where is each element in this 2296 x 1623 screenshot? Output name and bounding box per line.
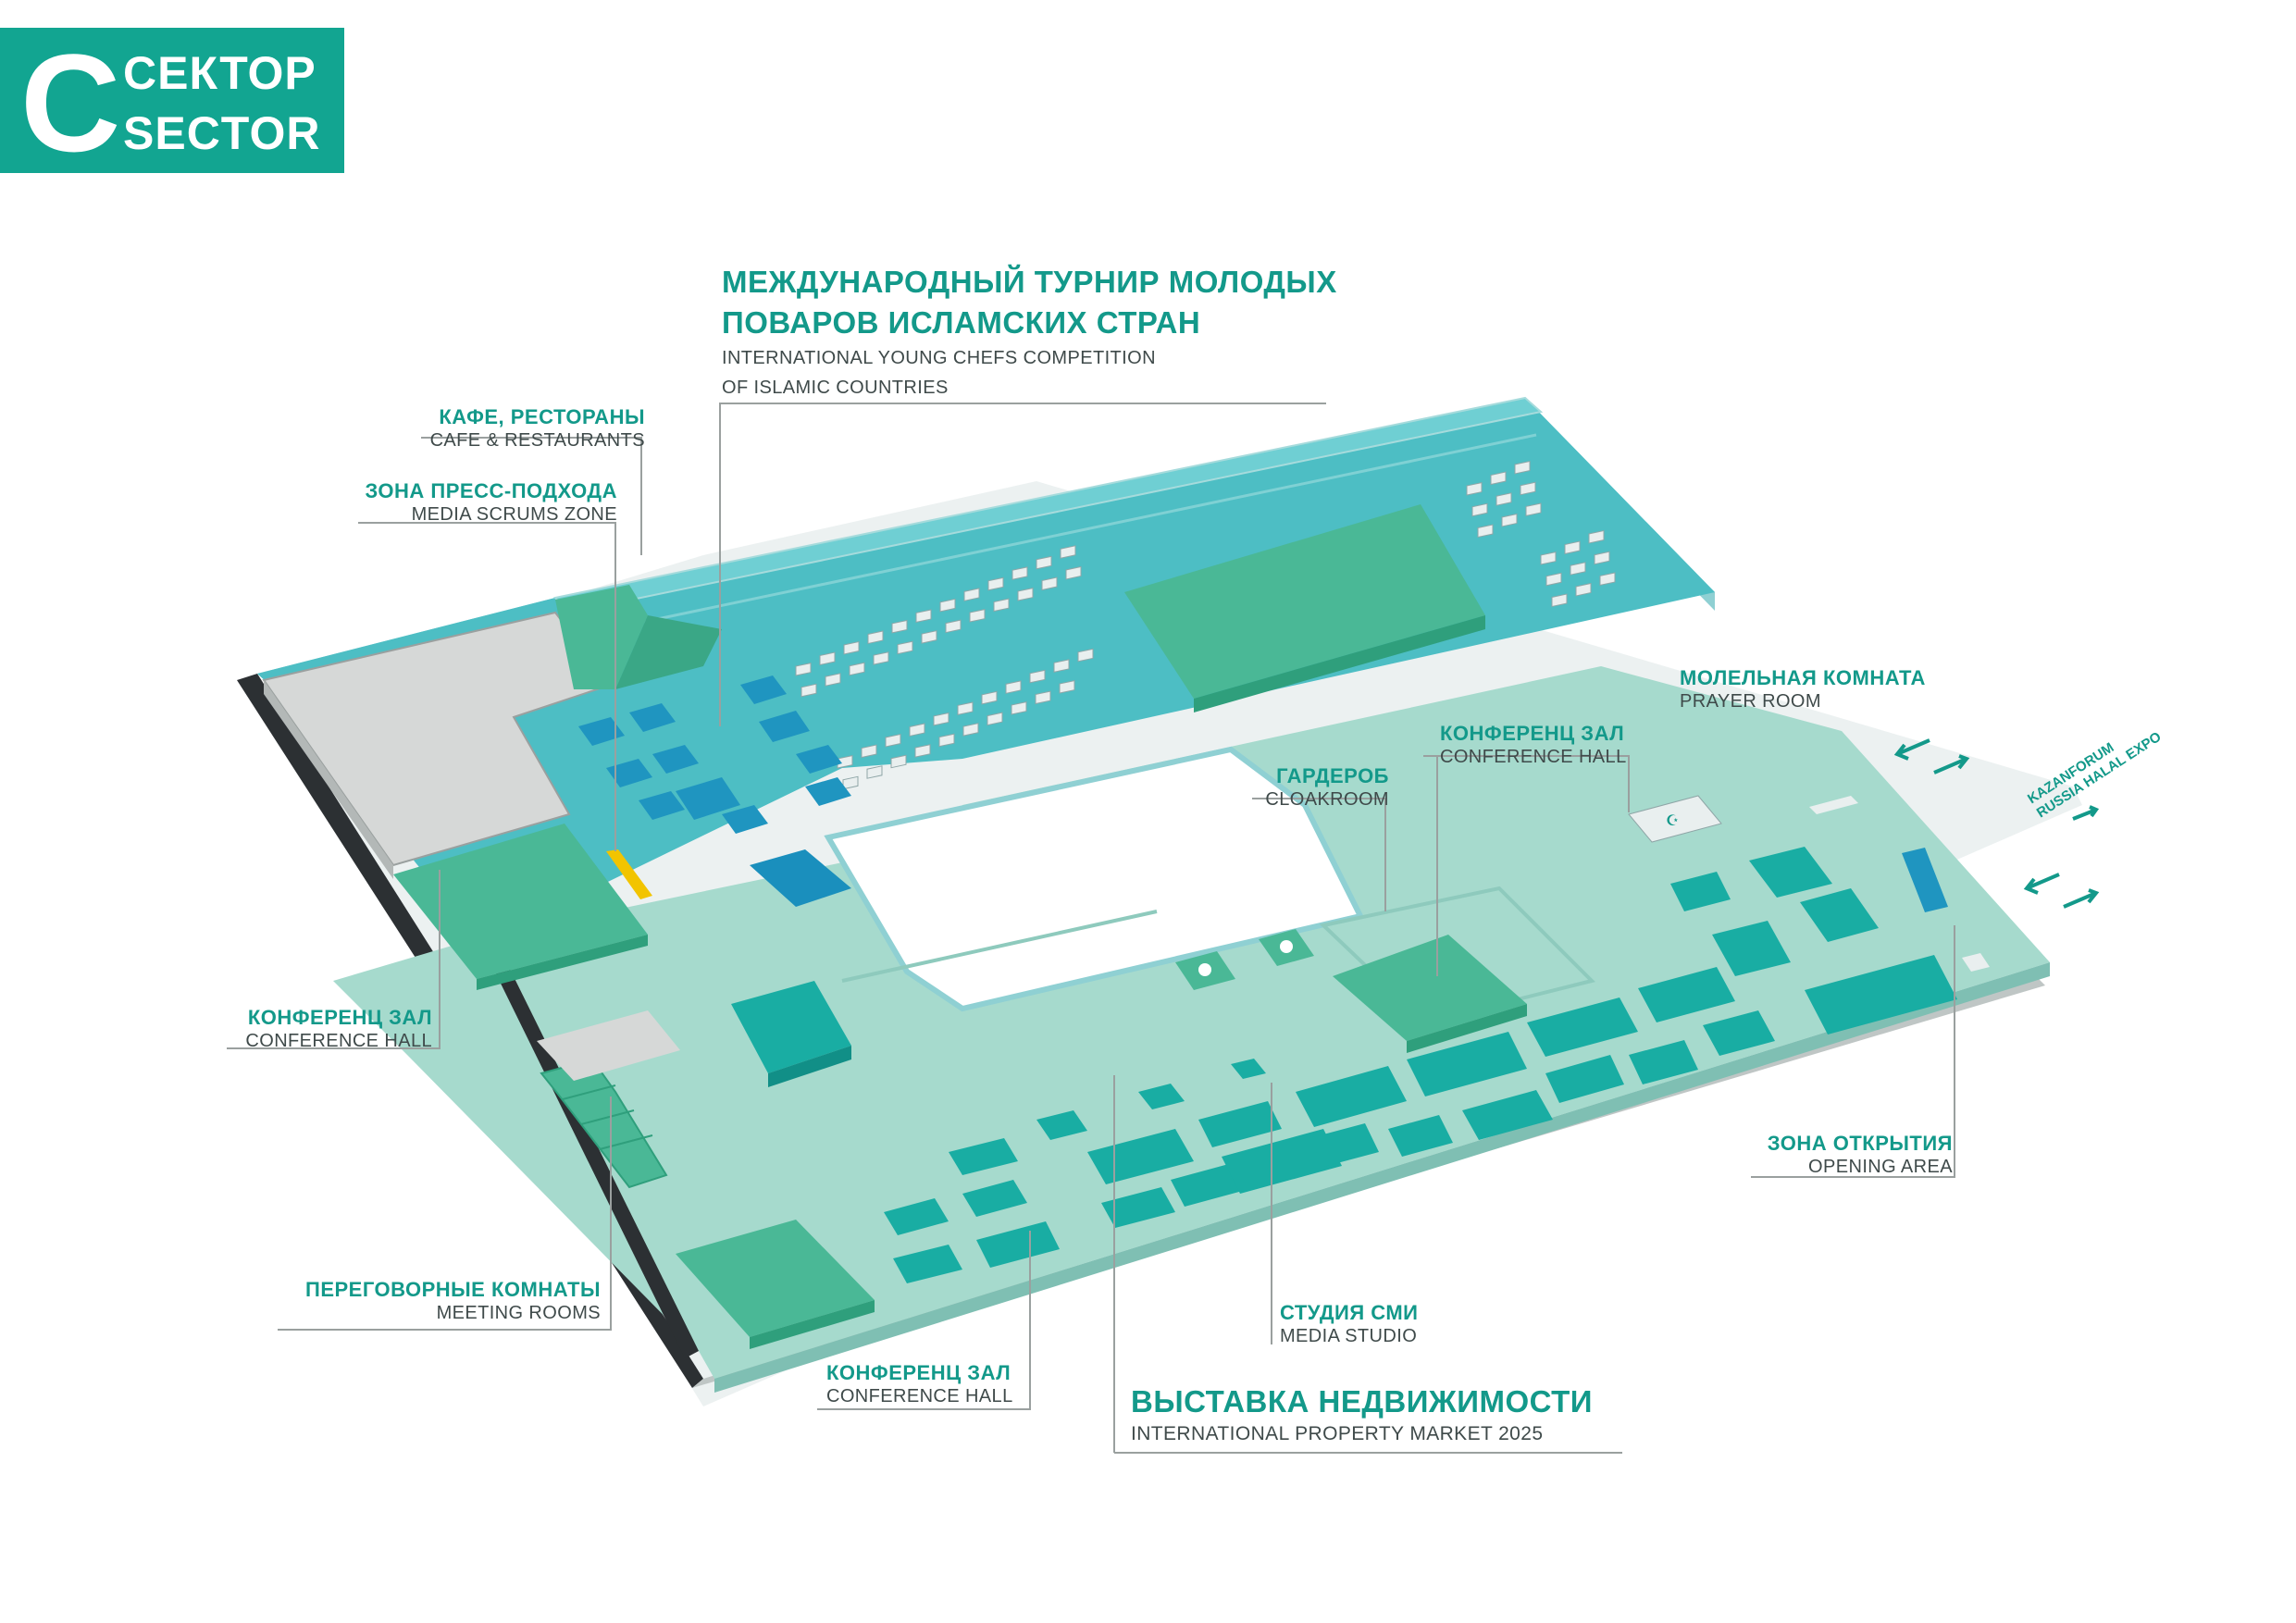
callout-conference-left: КОНФЕРЕНЦ ЗАЛ CONFERENCE HALL [245,1006,432,1052]
cafe-label-en: CAFE & RESTAURANTS [429,430,645,451]
callout-prayer-room: МОЛЕЛЬНАЯ КОМНАТА PRAYER ROOM [1680,666,1926,712]
leader-lines [227,403,1955,1454]
cloakroom-label-ru: ГАРДЕРОБ [1276,764,1389,787]
meeting-rooms-label-ru: ПЕРЕГОВОРНЫЕ КОМНАТЫ [305,1278,601,1301]
media-studio-label-en: MEDIA STUDIO [1280,1326,1418,1346]
conference-top-label-en: CONFERENCE HALL [1440,747,1627,767]
callout-chefs: МЕЖДУНАРОДНЫЙ ТУРНИР МОЛОДЫХ ПОВАРОВ ИСЛ… [722,262,1337,403]
callout-media-scrums: ЗОНА ПРЕСС-ПОДХОДА MEDIA SCRUMS ZONE [365,479,617,526]
hall-fixtures [1809,796,1990,972]
chefs-hall-booths [578,675,851,907]
callout-conference-bottom: КОНФЕРЕНЦ ЗАЛ CONFERENCE HALL [826,1361,1013,1407]
exit-arrows [1893,738,2100,909]
callout-meeting-rooms: ПЕРЕГОВОРНЫЕ КОМНАТЫ MEETING ROOMS [305,1278,601,1324]
cooking-stations [795,460,1616,790]
media-studio-label-ru: СТУДИЯ СМИ [1280,1301,1419,1324]
conference-left-label-ru: КОНФЕРЕНЦ ЗАЛ [247,1006,432,1029]
meeting-rooms-label-en: MEETING ROOMS [436,1303,601,1323]
sector-badge: C СЕКТОР SECTOR [0,28,344,173]
meeting-rooms-block [537,1010,680,1189]
conference-hall-top-block [1333,935,1527,1053]
callout-conference-top: КОНФЕРЕНЦ ЗАЛ CONFERENCE HALL [1440,722,1627,768]
cafe-block [555,585,722,689]
conference-bottom-label-en: CONFERENCE HALL [826,1386,1013,1406]
media-scrums-label-ru: ЗОНА ПРЕСС-ПОДХОДА [365,479,617,502]
cloakroom-label-en: CLOAKROOM [1265,789,1389,810]
property-hall-booths [731,847,1957,1283]
callout-cafe: КАФЕ, РЕСТОРАНЫ CAFE & RESTAURANTS [430,405,645,452]
callout-cloakroom: ГАРДЕРОБ CLOAKROOM [1265,764,1389,811]
cloakroom-icons [1175,929,1314,990]
left-wall-edge [481,939,699,1358]
prayer-room-label-ru: МОЛЕЛЬНАЯ КОМНАТА [1680,666,1926,689]
property-title-en: INTERNATIONAL PROPERTY MARKET 2025 [1131,1423,1544,1444]
conference-bottom-label-ru: КОНФЕРЕНЦ ЗАЛ [826,1361,1011,1384]
svg-text:☪: ☪ [1666,812,1679,829]
conference-left-label-en: CONFERENCE HALL [245,1031,432,1051]
grey-hall-block [262,611,613,879]
yellow-marker [606,849,652,899]
sector-title-ru: СЕКТОР [123,47,316,99]
chefs-title-en-line1: INTERNATIONAL YOUNG CHEFS COMPETITION [722,348,1156,368]
conference-hall-left-block [393,824,648,990]
opening-area-label-ru: ЗОНА ОТКРЫТИЯ [1767,1132,1953,1155]
prayer-room-block: ☪ [1628,795,1722,843]
callout-property-market: ВЫСТАВКА НЕДВИЖИМОСТИ INTERNATIONAL PROP… [1131,1383,1593,1448]
chefs-title-en-line2: OF ISLAMIC COUNTRIES [722,378,949,398]
conference-top-label-ru: КОНФЕРЕНЦ ЗАЛ [1440,722,1625,745]
sector-letter: C [20,25,121,180]
chefs-title-ru-line1: МЕЖДУНАРОДНЫЙ ТУРНИР МОЛОДЫХ [722,265,1337,299]
opening-area-label-en: OPENING AREA [1808,1157,1953,1177]
media-scrums-label-en: MEDIA SCRUMS ZONE [411,504,617,525]
property-title-ru: ВЫСТАВКА НЕДВИЖИМОСТИ [1131,1384,1594,1419]
chefs-title-ru-line2: ПОВАРОВ ИСЛАМСКИХ СТРАН [722,305,1201,340]
callout-opening-area: ЗОНА ОТКРЫТИЯ OPENING AREA [1768,1132,1953,1178]
property-hall-floor [333,666,2050,1393]
chefs-stage-block [1124,504,1485,712]
sector-title-en: SECTOR [123,107,321,159]
prayer-room-label-en: PRAYER ROOM [1680,691,1821,712]
conference-hall-bottom-block [676,1220,875,1349]
cafe-label-ru: КАФЕ, РЕСТОРАНЫ [439,405,645,428]
callout-media-studio: СТУДИЯ СМИ MEDIA STUDIO [1280,1301,1419,1347]
